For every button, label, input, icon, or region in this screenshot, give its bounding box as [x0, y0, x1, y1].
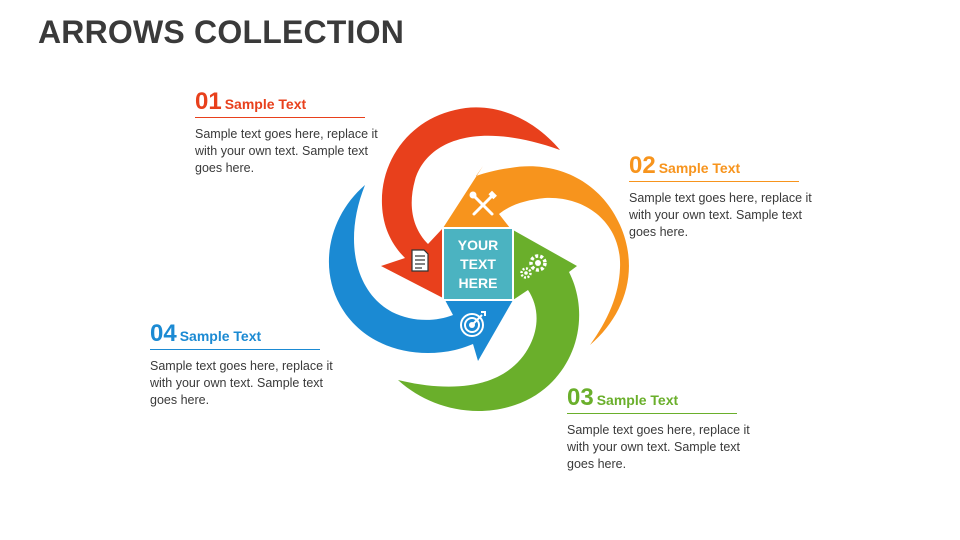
arrow-blue — [328, 185, 513, 361]
item-underline — [629, 181, 799, 182]
item-underline — [567, 413, 737, 414]
arrow-green — [398, 230, 580, 411]
document-icon — [411, 249, 429, 272]
item-number: 01 — [195, 88, 222, 115]
item-01: 01 Sample Text Sample text goes here, re… — [195, 90, 380, 177]
item-description: Sample text goes here, replace it with y… — [150, 359, 333, 407]
item-label: Sample Text — [224, 96, 307, 112]
item-description: Sample text goes here, replace it with y… — [195, 127, 378, 175]
item-04: 04 Sample Text Sample text goes here, re… — [150, 322, 335, 409]
item-label: Sample Text — [596, 392, 679, 408]
tools-icon — [469, 190, 497, 216]
item-description: Sample text goes here, replace it with y… — [629, 191, 812, 239]
center-line-3: HERE — [459, 275, 498, 291]
item-number: 02 — [629, 152, 656, 179]
item-description: Sample text goes here, replace it with y… — [567, 423, 750, 471]
page-title: ARROWS COLLECTION — [38, 14, 405, 50]
item-label: Sample Text — [658, 160, 741, 176]
item-label: Sample Text — [179, 328, 262, 344]
item-number: 03 — [567, 384, 594, 411]
item-underline — [195, 117, 365, 118]
item-03: 03 Sample Text Sample text goes here, re… — [567, 386, 757, 473]
item-02: 02 Sample Text Sample text goes here, re… — [629, 154, 814, 241]
item-number: 04 — [150, 320, 177, 347]
target-icon — [460, 311, 486, 337]
item-underline — [150, 349, 320, 350]
center-box — [442, 227, 514, 301]
gears-icon — [520, 254, 547, 279]
center-line-2: TEXT — [460, 256, 496, 272]
center-line-1: YOUR — [458, 237, 498, 253]
arrow-red — [381, 107, 560, 298]
